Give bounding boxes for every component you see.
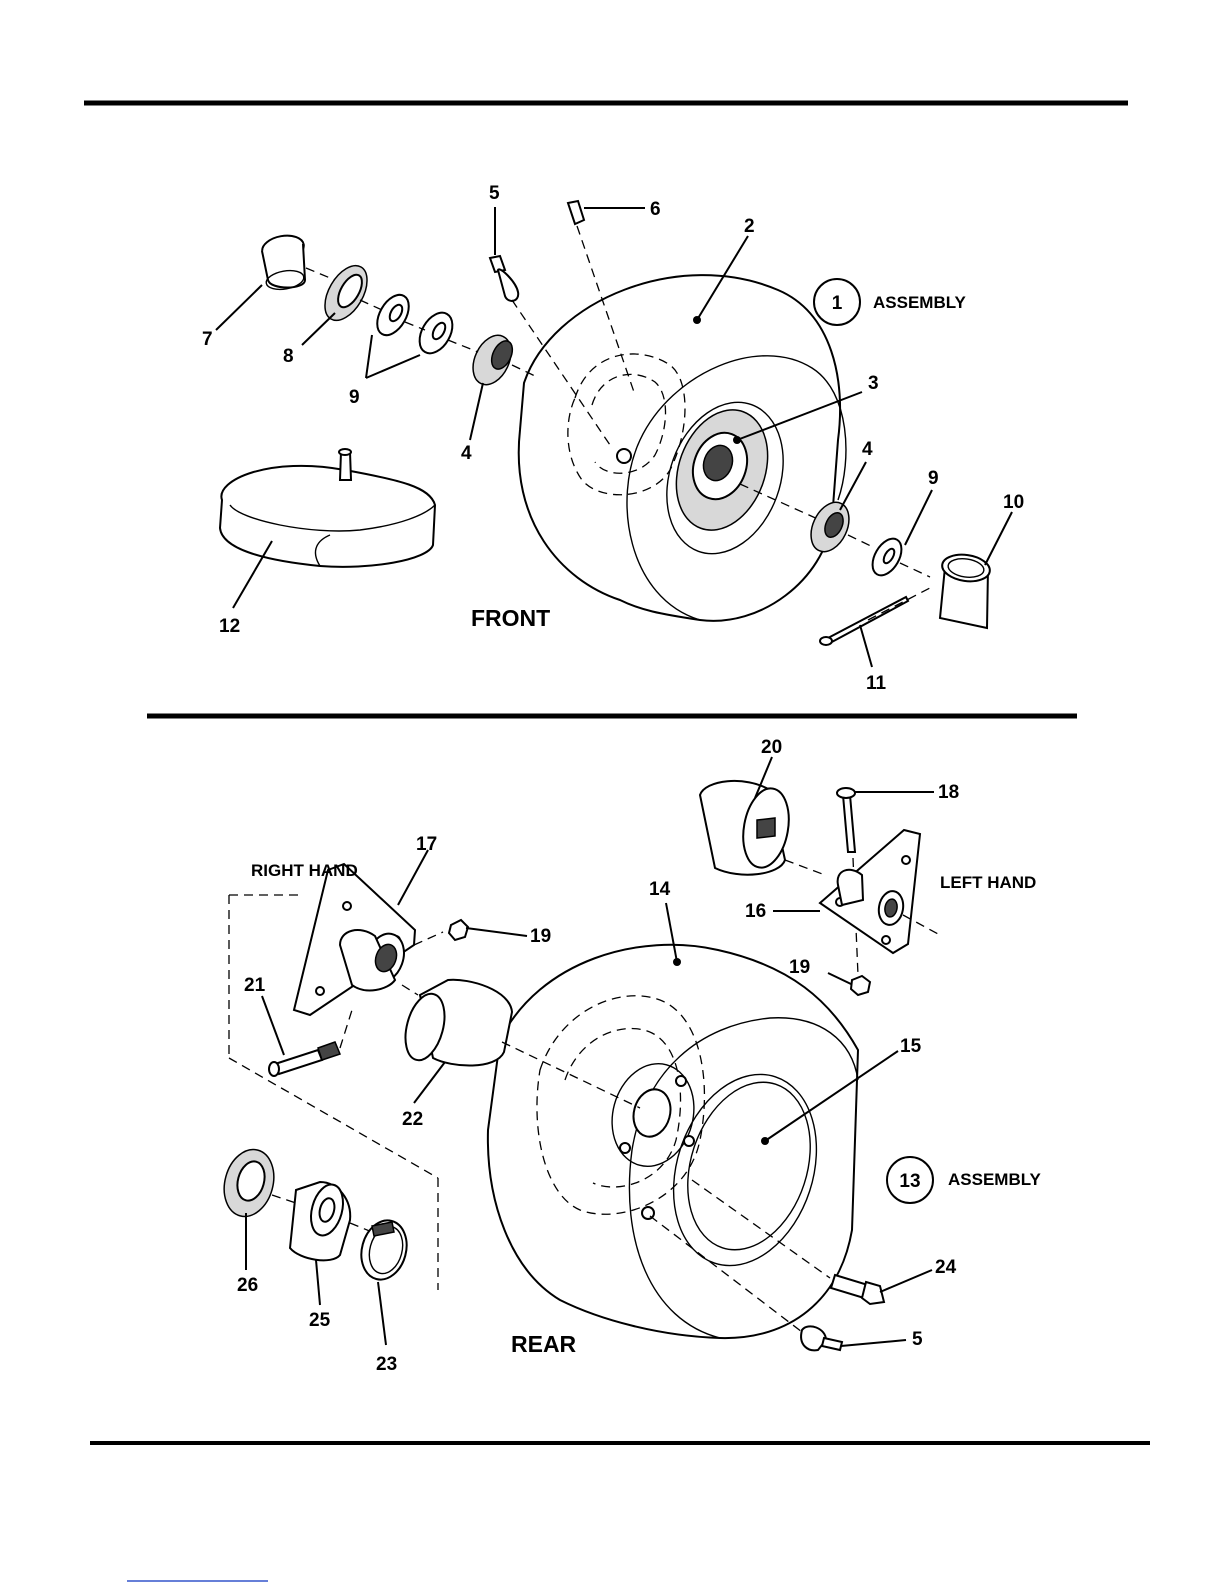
left-hand-label: LEFT HAND <box>940 873 1036 892</box>
assembly-13-label: ASSEMBLY <box>948 1170 1042 1189</box>
callout-5-rear: 5 <box>912 1329 923 1350</box>
callout-19-right: 19 <box>789 957 810 978</box>
callout-7: 7 <box>202 329 213 350</box>
callout-6: 6 <box>650 199 661 220</box>
callout-25: 25 <box>309 1310 331 1331</box>
callout-11: 11 <box>866 673 887 694</box>
callout-24: 24 <box>935 1257 957 1278</box>
callout-18: 18 <box>938 782 959 803</box>
rear-tire <box>488 945 858 1338</box>
callout-4-right: 4 <box>862 439 873 460</box>
callout-19-left: 19 <box>530 926 551 947</box>
front-tire <box>519 275 840 621</box>
callout-17: 17 <box>416 834 437 855</box>
callout-2: 2 <box>744 216 755 237</box>
rear-title: REAR <box>511 1331 577 1357</box>
callout-22: 22 <box>402 1109 423 1130</box>
callout-8: 8 <box>283 346 294 367</box>
callout-15: 15 <box>900 1036 922 1057</box>
callout-5-front: 5 <box>489 183 500 204</box>
callout-9-front: 9 <box>349 387 360 408</box>
assembly-13-number: 13 <box>899 1171 920 1192</box>
callout-23: 23 <box>376 1354 397 1375</box>
callout-20: 20 <box>761 737 782 758</box>
callout-12: 12 <box>219 616 240 637</box>
inner-tube <box>220 449 435 567</box>
front-title: FRONT <box>471 605 550 631</box>
assembly-1-label: ASSEMBLY <box>873 293 967 312</box>
callout-26: 26 <box>237 1275 258 1296</box>
callout-4-front: 4 <box>461 443 472 464</box>
front-wheel-group <box>519 275 846 621</box>
right-hand-label: RIGHT HAND <box>251 861 358 880</box>
callout-10: 10 <box>1003 492 1024 513</box>
callout-9-right: 9 <box>928 468 939 489</box>
callout-16: 16 <box>745 901 766 922</box>
assembly-1-number: 1 <box>832 293 843 314</box>
callout-14: 14 <box>649 879 671 900</box>
rear-wheel-group <box>488 945 858 1338</box>
callout-21: 21 <box>244 975 266 996</box>
callout-3: 3 <box>868 373 879 394</box>
